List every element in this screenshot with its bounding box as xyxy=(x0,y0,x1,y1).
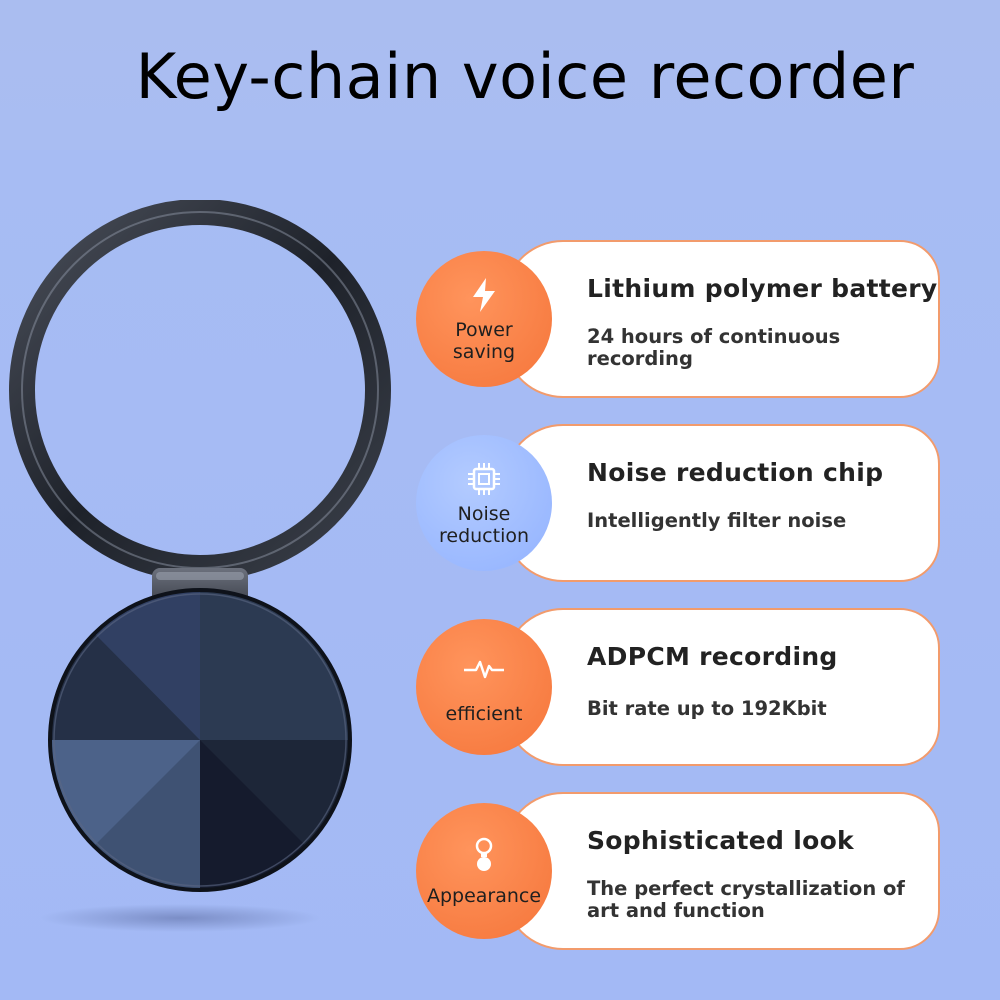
feature-title: Lithium polymer battery xyxy=(587,274,938,303)
feature-description: The perfect crystallization of art and f… xyxy=(587,877,905,922)
feature-badge-label: efficient xyxy=(445,703,523,725)
feature-description: Intelligently filter noise xyxy=(587,509,847,532)
feature-badge-efficient: efficient xyxy=(416,619,552,755)
feature-card-appearance: Sophisticated look The perfect crystalli… xyxy=(503,792,940,950)
keyring-icon xyxy=(464,835,504,875)
feature-title: Sophisticated look xyxy=(587,826,854,855)
feature-badge-label: Power saving xyxy=(452,319,516,363)
feature-title: ADPCM recording xyxy=(587,642,838,671)
keychain-recorder-image xyxy=(0,200,420,960)
feature-title: Noise reduction chip xyxy=(587,458,884,487)
feature-card-noise-chip: Noise reduction chip Intelligently filte… xyxy=(503,424,940,582)
page-title: Key-chain voice recorder xyxy=(135,40,915,113)
waveform-icon xyxy=(464,649,504,689)
feature-description: 24 hours of continuous recording xyxy=(587,325,841,370)
header-background xyxy=(0,0,1000,150)
feature-description: Bit rate up to 192Kbit xyxy=(587,697,827,720)
feature-badge-label: Noise reduction xyxy=(438,503,530,547)
chip-icon xyxy=(464,459,504,499)
feature-badge-label: Appearance xyxy=(426,885,542,907)
keychain-recorder-illustration xyxy=(9,200,391,932)
feature-badge-noise-reduction: Noise reduction xyxy=(416,435,552,571)
feature-badge-appearance: Appearance xyxy=(416,803,552,939)
feature-card-battery: Lithium polymer battery 24 hours of cont… xyxy=(503,240,940,398)
lightning-bolt-icon xyxy=(464,275,504,315)
feature-card-adpcm: ADPCM recording Bit rate up to 192Kbit xyxy=(503,608,940,766)
feature-badge-power-saving: Power saving xyxy=(416,251,552,387)
